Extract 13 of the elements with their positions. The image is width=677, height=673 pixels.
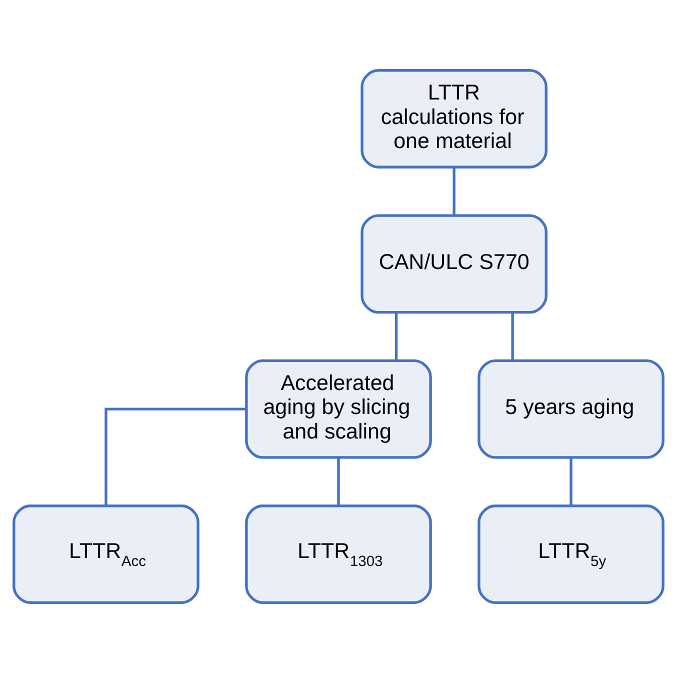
connector (511, 312, 514, 360)
node-box: CAN/ULC S770 (360, 214, 548, 314)
connector (104, 408, 246, 506)
node-box: Accelerated aging by slicing and scaling (245, 359, 432, 459)
connector (394, 312, 398, 360)
connector (570, 458, 572, 506)
node-box: 5 years aging (478, 359, 664, 459)
node-box: LTTR$_{5y}$ (478, 504, 664, 604)
connector (452, 168, 456, 216)
connector (337, 458, 340, 506)
node-box: LTTR$_{1303}$ (245, 504, 432, 604)
node-box: LTTR calculations for one material (360, 69, 548, 168)
node-box: LTTR$_{Acc}$ (12, 504, 200, 604)
